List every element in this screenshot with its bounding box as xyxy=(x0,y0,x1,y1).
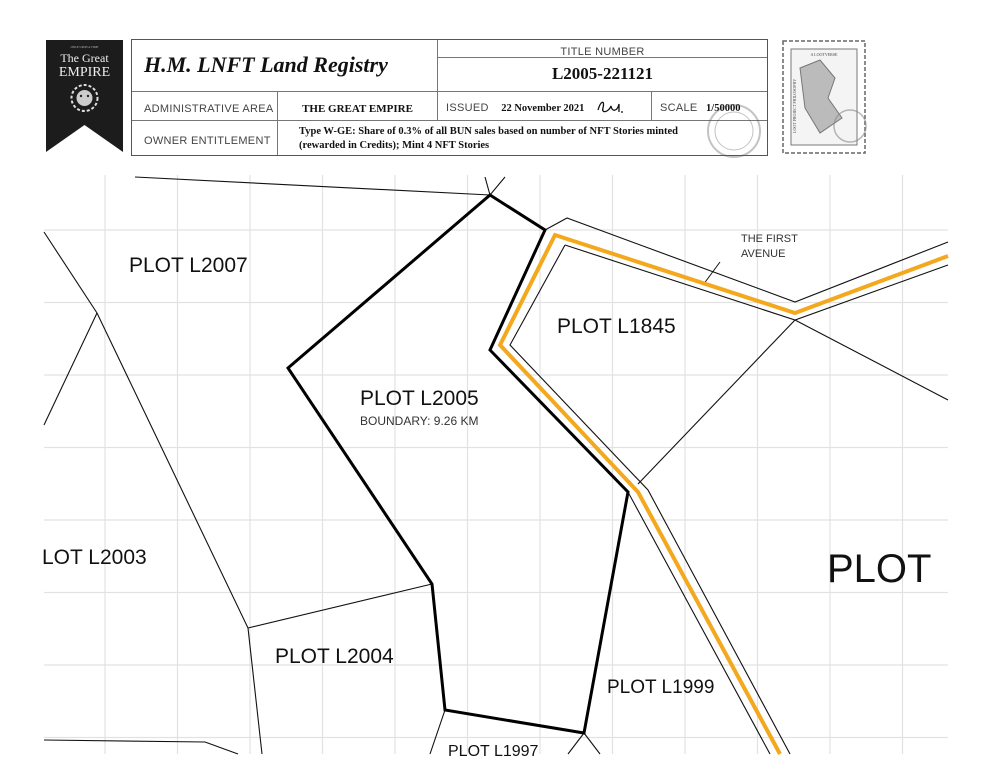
seal-icon xyxy=(707,104,761,158)
signature-icon xyxy=(597,101,623,113)
title-number-label-cell: TITLE NUMBER xyxy=(438,40,767,58)
owner-cell: Type W-GE: Share of 0.3% of all BUN sale… xyxy=(278,121,767,155)
map-grid xyxy=(44,175,948,754)
logo-line1: The Great xyxy=(60,51,109,65)
plot-l2005-boundary-length: BOUNDARY: 9.26 KM xyxy=(360,414,479,428)
admin-area-label: ADMINISTRATIVE AREA xyxy=(144,103,274,115)
registry-header: H.M. LNFT Land Registry TITLE NUMBER L20… xyxy=(131,39,768,158)
title-number-label: TITLE NUMBER xyxy=(560,46,645,58)
plot-l1997-label[interactable]: PLOT L1997 xyxy=(448,743,539,760)
logo-line2: EMPIRE xyxy=(59,65,110,80)
admin-area-cell: THE GREAT EMPIRE xyxy=(278,92,438,121)
plot-l2005-boundary[interactable] xyxy=(286,193,630,735)
admin-area: THE GREAT EMPIRE xyxy=(302,103,413,115)
owner-entitlement-label: OWNER ENTITLEMENT xyxy=(144,135,271,147)
issued-date: 22 November 2021 xyxy=(501,103,585,115)
owner-entitlement-line2: (rewarded in Credits); Mint 4 NFT Storie… xyxy=(299,140,490,151)
plot-l1999-label[interactable]: PLOT L1999 xyxy=(607,677,714,698)
the-first-avenue-road xyxy=(497,232,949,755)
land-map: PLOT L2007 PLOT L2005 BOUNDARY: 9.26 KM … xyxy=(0,175,1000,784)
empire-logo: ONCE UPON A TIME The Great EMPIRE xyxy=(46,40,123,152)
scale-cell: SCALE 1/50000 xyxy=(652,92,767,121)
owner-entitlement-line1: Type W-GE: Share of 0.3% of all BUN sale… xyxy=(299,126,678,137)
title-number: L2005-221121 xyxy=(551,64,654,83)
stamp-top-text: A LOOTVERSE xyxy=(811,52,839,57)
plot-l2007-label[interactable]: PLOT L2007 xyxy=(129,254,248,277)
registry-title: H.M. LNFT Land Registry xyxy=(144,52,388,77)
logo-small-text: ONCE UPON A TIME xyxy=(71,45,99,49)
plot-l2005-label[interactable]: PLOT L2005 xyxy=(360,387,479,410)
lion-icon xyxy=(70,84,99,112)
scale-value: 1/50000 xyxy=(706,103,741,114)
road-label-line2: AVENUE xyxy=(741,248,785,260)
road-label-line1: THE FIRST xyxy=(741,233,798,245)
plot-l2004-label[interactable]: PLOT L2004 xyxy=(275,645,394,668)
issued-cell: ISSUED 22 November 2021 xyxy=(438,92,652,121)
issued-label: ISSUED xyxy=(446,102,489,115)
plot-l1845-label[interactable]: PLOT L1845 xyxy=(557,315,676,338)
plot-right-label[interactable]: PLOT xyxy=(827,547,931,591)
plot-l2003-label[interactable]: LOT L2003 xyxy=(42,546,147,569)
stamp-side-text: LOOT PROJECT PHILOSOPHY xyxy=(792,79,797,133)
owner-label-cell: OWNER ENTITLEMENT xyxy=(132,121,278,155)
admin-area-label-cell: ADMINISTRATIVE AREA xyxy=(132,92,278,121)
postage-stamp: A LOOTVERSE LOOT PROJECT PHILOSOPHY xyxy=(780,38,868,156)
map-bottom-mask xyxy=(0,760,1000,784)
plot-boundaries xyxy=(43,176,949,755)
scale-label: SCALE xyxy=(660,102,698,114)
registry-title-cell: H.M. LNFT Land Registry xyxy=(132,40,438,92)
title-number-cell: L2005-221121 xyxy=(438,58,767,92)
